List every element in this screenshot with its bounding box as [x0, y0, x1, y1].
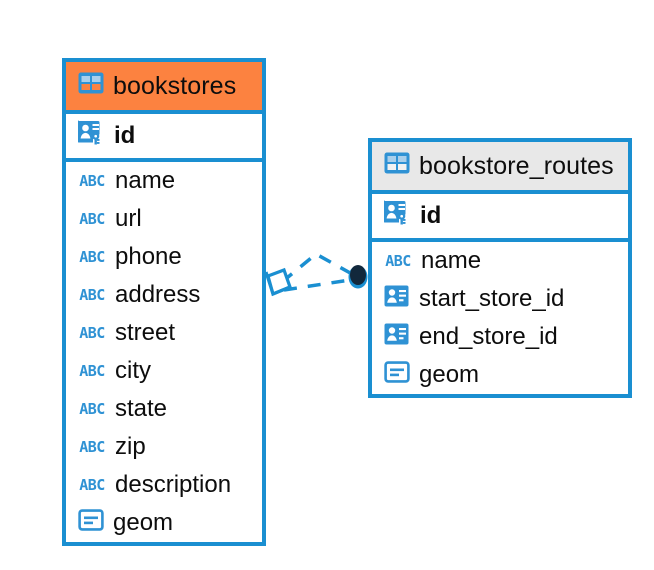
- primary-key-icon: [383, 200, 411, 232]
- foreign-key-icon: [384, 323, 410, 352]
- abc-text-icon: ABC: [79, 323, 105, 342]
- relation-line-lower: [283, 278, 351, 292]
- pk-divider: [372, 238, 628, 242]
- filled-circle-marker: [348, 265, 368, 289]
- entity-title: bookstore_routes: [419, 151, 614, 180]
- field-label: zip: [115, 433, 146, 460]
- field-row-id[interactable]: id: [66, 114, 262, 158]
- entity-header-bookstore-routes[interactable]: bookstore_routes: [372, 142, 628, 190]
- field-row-address[interactable]: ABC address: [66, 276, 262, 314]
- abc-text-icon: ABC: [385, 251, 411, 270]
- foreign-key-icon: [384, 285, 410, 314]
- field-label: address: [115, 281, 201, 308]
- relation-line-upper: [280, 251, 353, 284]
- field-row-geom[interactable]: geom: [372, 356, 628, 394]
- field-label: url: [115, 205, 142, 232]
- field-row-id[interactable]: id: [372, 194, 628, 238]
- field-row-city[interactable]: ABC city: [66, 352, 262, 390]
- geometry-icon: [78, 508, 104, 538]
- entity-header-bookstores[interactable]: bookstores: [66, 62, 262, 110]
- abc-text-icon: ABC: [79, 171, 105, 190]
- field-label: street: [115, 319, 176, 346]
- abc-text-icon: ABC: [79, 475, 105, 494]
- field-label: id: [114, 122, 136, 149]
- abc-text-icon: ABC: [79, 399, 105, 418]
- field-row-geom[interactable]: geom: [66, 504, 262, 542]
- field-row-start-store-id[interactable]: start_store_id: [372, 280, 628, 318]
- entity-title: bookstores: [113, 71, 237, 100]
- field-label: geom: [419, 361, 480, 388]
- field-label: name: [421, 247, 482, 274]
- field-label: city: [115, 357, 151, 384]
- header-divider: [66, 110, 262, 114]
- field-row-zip[interactable]: ABC zip: [66, 428, 262, 466]
- field-label: description: [115, 471, 232, 498]
- header-divider: [372, 190, 628, 194]
- field-row-phone[interactable]: ABC phone: [66, 238, 262, 276]
- table-grid-icon: [384, 152, 410, 181]
- field-label: geom: [113, 509, 174, 536]
- field-row-end-store-id[interactable]: end_store_id: [372, 318, 628, 356]
- field-row-name[interactable]: ABC name: [372, 242, 628, 280]
- geometry-icon: [384, 360, 410, 390]
- field-row-name[interactable]: ABC name: [66, 162, 262, 200]
- abc-text-icon: ABC: [79, 285, 105, 304]
- field-row-state[interactable]: ABC state: [66, 390, 262, 428]
- abc-text-icon: ABC: [79, 361, 105, 380]
- diamond-outline-marker: [264, 267, 293, 297]
- field-label: phone: [115, 243, 182, 270]
- abc-text-icon: ABC: [79, 437, 105, 456]
- field-row-description[interactable]: ABC description: [66, 466, 262, 504]
- field-label: id: [420, 202, 442, 229]
- field-label: state: [115, 395, 168, 422]
- field-label: name: [115, 167, 176, 194]
- field-label: end_store_id: [419, 323, 558, 350]
- primary-key-icon: [77, 120, 105, 152]
- abc-text-icon: ABC: [79, 209, 105, 228]
- abc-text-icon: ABC: [79, 247, 105, 266]
- field-label: start_store_id: [419, 285, 565, 312]
- entity-bookstores[interactable]: bookstores: [62, 58, 266, 546]
- field-row-url[interactable]: ABC url: [66, 200, 262, 238]
- field-row-street[interactable]: ABC street: [66, 314, 262, 352]
- entity-bookstore-routes[interactable]: bookstore_routes: [368, 138, 632, 398]
- table-grid-icon: [78, 72, 104, 101]
- pk-divider: [66, 158, 262, 162]
